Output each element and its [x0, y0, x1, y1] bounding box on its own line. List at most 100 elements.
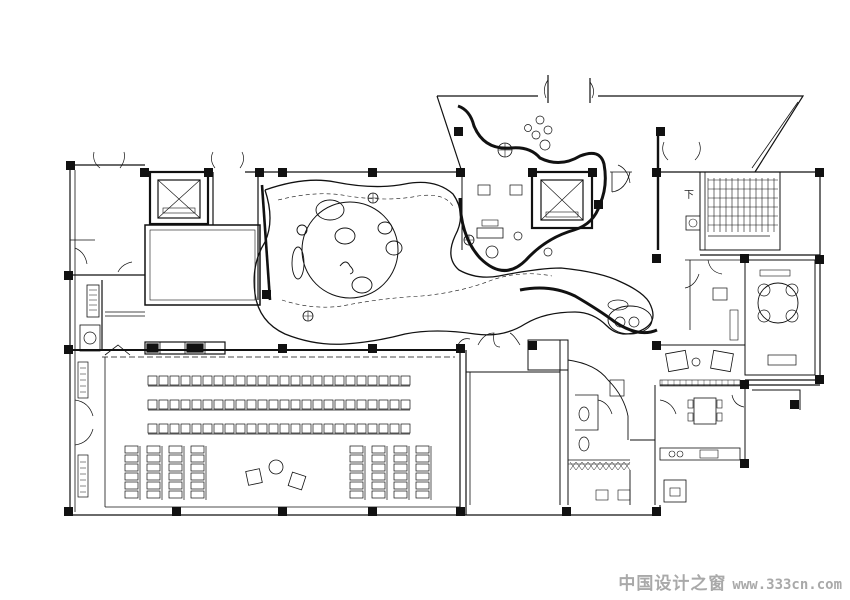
kitchen-dining: [654, 385, 801, 505]
seat: [190, 454, 205, 463]
column: [278, 344, 287, 353]
seat: [235, 399, 246, 410]
column: [815, 255, 824, 264]
seat: [415, 472, 430, 481]
seat: [246, 399, 257, 410]
column: [456, 344, 465, 353]
seat: [146, 490, 161, 499]
tile-mark: [575, 461, 583, 471]
seat: [191, 375, 202, 386]
seat: [190, 472, 205, 481]
seat: [371, 472, 386, 481]
column: [656, 127, 665, 136]
seat: [268, 399, 279, 410]
column: [740, 459, 749, 468]
column: [740, 380, 749, 389]
seat: [168, 445, 183, 454]
tile-mark: [623, 461, 631, 471]
column: [66, 161, 75, 170]
seat: [371, 490, 386, 499]
column: [368, 344, 377, 353]
seat: [268, 375, 279, 386]
column: [456, 168, 465, 177]
column: [454, 127, 463, 136]
seat: [190, 481, 205, 490]
watermark: 中国设计之窗 www.333cn.com: [618, 569, 842, 594]
seat: [367, 423, 378, 434]
seat: [301, 399, 312, 410]
seat: [323, 423, 334, 434]
column: [278, 507, 287, 516]
column: [172, 507, 181, 516]
seat: [371, 445, 386, 454]
seat: [158, 399, 169, 410]
seat: [393, 445, 408, 454]
seat: [349, 463, 364, 472]
seat: [168, 490, 183, 499]
seat: [371, 481, 386, 490]
seat: [180, 375, 191, 386]
seat: [349, 481, 364, 490]
seat: [415, 454, 430, 463]
column: [456, 507, 465, 516]
seat: [147, 399, 158, 410]
water-edge-line: [457, 104, 660, 335]
seat: [290, 399, 301, 410]
tile-mark: [617, 461, 625, 471]
seat: [301, 375, 312, 386]
seat: [235, 375, 246, 386]
seat: [180, 399, 191, 410]
seat: [393, 481, 408, 490]
seat: [334, 375, 345, 386]
column: [368, 168, 377, 177]
seat: [147, 423, 158, 434]
seat: [349, 472, 364, 481]
seat: [415, 445, 430, 454]
seat: [393, 472, 408, 481]
stair-down-label: 下: [684, 190, 694, 201]
seat: [279, 423, 290, 434]
column: [204, 168, 213, 177]
column: [140, 168, 149, 177]
office-room: [461, 164, 632, 259]
seat: [415, 481, 430, 490]
seat: [169, 375, 180, 386]
seat: [312, 399, 323, 410]
seat: [124, 490, 139, 499]
column: [528, 168, 537, 177]
seat: [224, 399, 235, 410]
tile-mark: [599, 461, 607, 471]
column: [652, 254, 661, 263]
seat: [147, 375, 158, 386]
column: [652, 507, 661, 516]
seat: [168, 472, 183, 481]
seat: [349, 454, 364, 463]
seat: [224, 375, 235, 386]
seat: [393, 490, 408, 499]
seat: [371, 463, 386, 472]
seat: [400, 423, 411, 434]
column: [652, 341, 661, 350]
column: [594, 200, 603, 209]
seat: [235, 423, 246, 434]
seat: [190, 463, 205, 472]
seat: [389, 423, 400, 434]
seat: [213, 423, 224, 434]
seat: [146, 445, 161, 454]
seat: [268, 423, 279, 434]
seat: [146, 481, 161, 490]
column: [815, 168, 824, 177]
seat: [279, 375, 290, 386]
seat: [378, 423, 389, 434]
column: [64, 345, 73, 354]
seat: [168, 481, 183, 490]
seat: [191, 423, 202, 434]
seat: [415, 463, 430, 472]
restrooms: [457, 332, 656, 505]
seat: [400, 399, 411, 410]
seat: [356, 375, 367, 386]
seat: [169, 399, 180, 410]
seat: [257, 423, 268, 434]
column: [815, 375, 824, 384]
seat: [146, 463, 161, 472]
